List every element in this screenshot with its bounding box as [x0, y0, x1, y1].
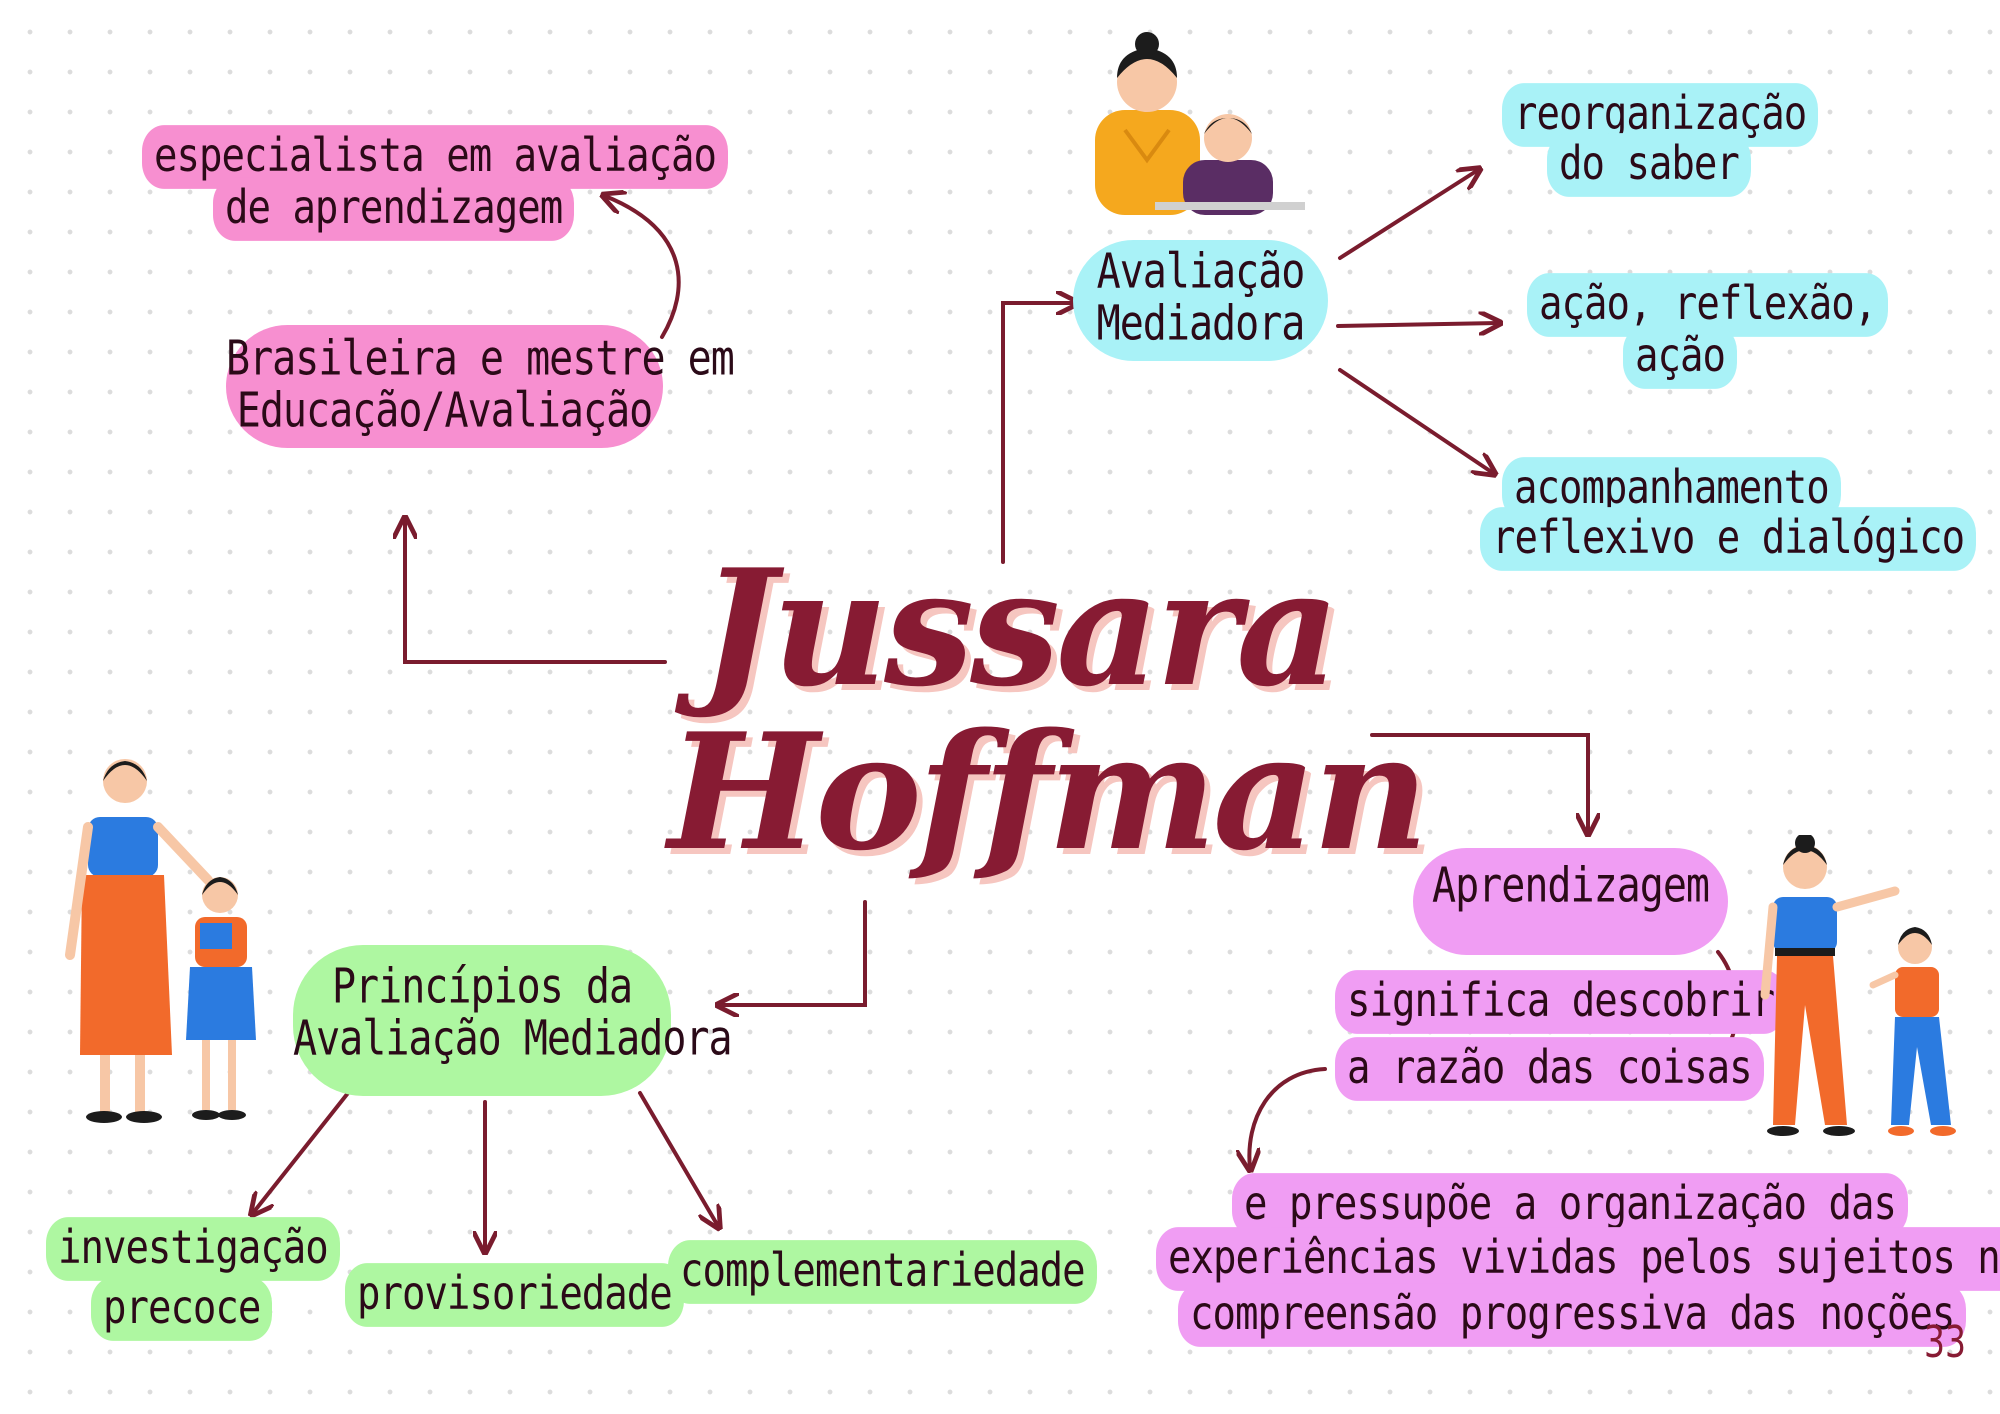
- investigacao-line2: precoce: [91, 1277, 273, 1341]
- arrow-to-learning: [1370, 733, 1588, 832]
- learning-label: Aprendizagem: [1432, 858, 1710, 914]
- reorganizacao-line1: reorganização: [1502, 83, 1819, 147]
- arrow-to-biography: [405, 520, 667, 664]
- acao-reflexao-line2: ação: [1623, 325, 1737, 389]
- mediating-assessment-line1: Avaliação: [1096, 244, 1306, 300]
- provisoriedade: provisoriedade: [345, 1263, 684, 1327]
- implies-line2: experiências vividas pelos sujeitos numa: [1156, 1227, 2000, 1291]
- implies-line3: compreensão progressiva das noções: [1178, 1283, 1967, 1347]
- mediating-assessment-node: Avaliação Mediadora: [1073, 240, 1328, 361]
- meaning-line1: significa descobrir: [1335, 970, 1787, 1034]
- complementariedade: complementariedade: [668, 1240, 1097, 1304]
- page-number: 33: [1924, 1317, 1966, 1368]
- biography-line2: Educação/Avaliação: [236, 383, 653, 439]
- implies-line1: e pressupõe a organização das: [1232, 1173, 1908, 1237]
- arrow-to-implies: [1249, 1067, 1327, 1168]
- central-title-line2: Hoffman: [668, 698, 1429, 886]
- teacher-helping-student-illustration: [1095, 30, 1305, 215]
- acompanhamento-line2: reflexivo e dialógico: [1480, 507, 1977, 571]
- central-title-line1: Jussara: [700, 534, 1340, 722]
- investigacao-line1: investigação: [46, 1217, 340, 1281]
- arrow-to-mediating-assessment: [1001, 303, 1075, 564]
- specialist-line2: de aprendizagem: [213, 177, 575, 241]
- mediating-assessment-line2: Mediadora: [1096, 296, 1306, 352]
- arrow-to-complementariedade: [638, 1091, 718, 1226]
- principles-line1: Princípios da: [331, 959, 633, 1015]
- reorganizacao-line2: do saber: [1547, 133, 1751, 197]
- arrow-to-reorganizacao: [1338, 170, 1478, 260]
- arrow-to-principles: [720, 900, 867, 1005]
- meaning-line2: a razão das coisas: [1335, 1037, 1764, 1101]
- biography-node: Brasileira e mestre em Educação/Avaliaçã…: [226, 325, 735, 448]
- arrow-to-acompanhamento: [1338, 368, 1493, 473]
- teacher-with-girl-pointing-illustration: [1755, 833, 1970, 1145]
- learning-node: Aprendizagem: [1413, 848, 1728, 955]
- arrow-to-specialist: [605, 196, 681, 339]
- teacher-with-girl-reading-illustration: [60, 755, 270, 1130]
- principles-line2: Avaliação Mediadora: [293, 1011, 733, 1067]
- biography-line1: Brasileira e mestre em: [226, 331, 735, 387]
- principles-node: Princípios da Avaliação Mediadora: [293, 945, 733, 1096]
- arrow-to-investigacao: [253, 1091, 350, 1213]
- arrow-to-acao-reflexao: [1336, 323, 1498, 326]
